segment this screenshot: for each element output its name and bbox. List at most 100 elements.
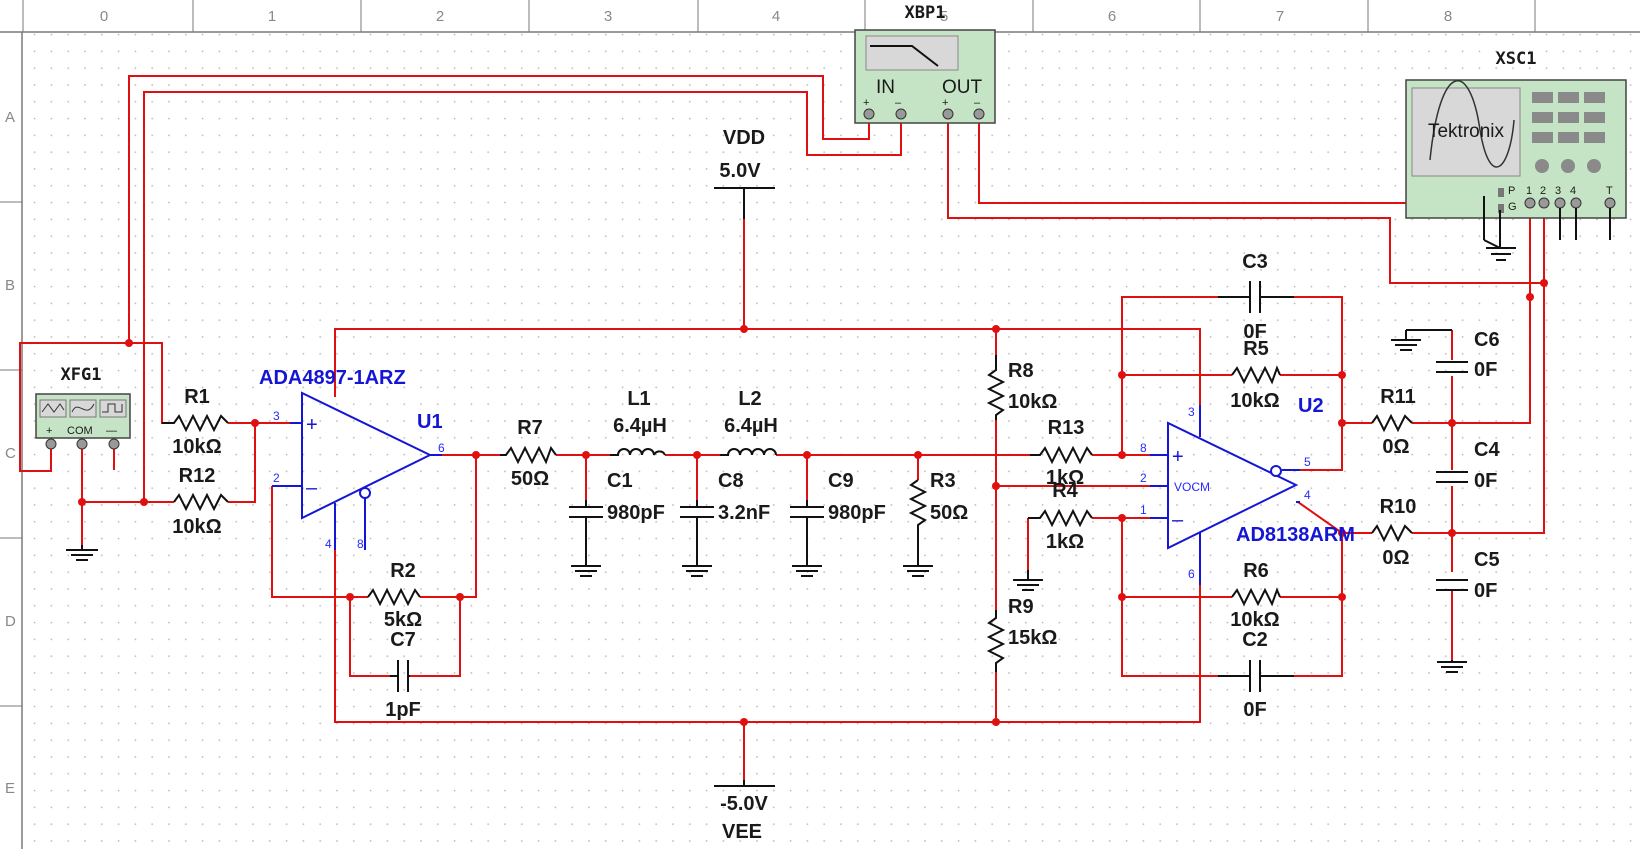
square-wave-icon: [102, 403, 123, 413]
col-label: 8: [1444, 8, 1452, 25]
capacitor-c6[interactable]: [1436, 361, 1468, 373]
resistor-r2[interactable]: [367, 587, 421, 607]
scope-pin-1: 1: [1526, 185, 1532, 197]
r5-name: R5: [1243, 338, 1269, 360]
resistor-r4[interactable]: [1028, 508, 1093, 528]
bode-plotter-xbp1[interactable]: IN OUT + – + –: [854, 29, 996, 124]
resistor-r6[interactable]: [1231, 587, 1281, 607]
inductor-l1[interactable]: [610, 448, 666, 456]
svg-text:–: –: [1172, 509, 1184, 531]
wire-xbp1-in-plus: [128, 75, 870, 343]
xfg1-com-label: COM: [67, 425, 93, 437]
inductor-l2[interactable]: [720, 448, 777, 456]
capacitor-c1[interactable]: [569, 500, 603, 540]
svg-text:+: +: [306, 414, 318, 436]
u1-pin-disable: 8: [357, 537, 364, 551]
opamp-u2[interactable]: + –: [1150, 405, 1300, 585]
resistor-r12[interactable]: [173, 492, 229, 512]
vee-supply[interactable]: [714, 780, 775, 787]
dot-grid: [22, 33, 1640, 849]
wire-c7-left: [349, 597, 390, 677]
c4-name: C4: [1474, 439, 1500, 461]
c5-name: C5: [1474, 549, 1500, 571]
u2-vocm-label: VOCM: [1174, 480, 1210, 494]
bode-plot-icon: [870, 45, 939, 67]
xbp1-in-label: IN: [876, 77, 895, 98]
svg-text:+: +: [863, 97, 869, 109]
resistor-r11[interactable]: [1371, 413, 1413, 433]
xbp1-out-label: OUT: [942, 77, 983, 98]
r9-value: 15kΩ: [1008, 627, 1057, 649]
resistor-r5[interactable]: [1231, 365, 1281, 385]
c9-name: C9: [828, 470, 854, 492]
r6-name: R6: [1243, 560, 1269, 582]
capacitor-c4[interactable]: [1436, 471, 1468, 483]
wire-r12-u1: [228, 423, 256, 503]
r10-name: R10: [1380, 496, 1417, 518]
u1-pin-out: 6: [438, 441, 445, 455]
wire-r2-out: [420, 455, 477, 598]
capacitor-c9[interactable]: [790, 500, 824, 540]
triangle-wave-icon: [41, 403, 65, 413]
vdd-supply[interactable]: [714, 187, 775, 219]
wire-c3-left: [1121, 296, 1218, 455]
c7-value: 1pF: [385, 699, 421, 721]
ground-icon: [1437, 660, 1467, 673]
r3-value: 50Ω: [930, 502, 968, 524]
r8-value: 10kΩ: [1008, 391, 1057, 413]
c6-name: C6: [1474, 329, 1500, 351]
c3-value: 0F: [1243, 321, 1266, 343]
resistor-r10[interactable]: [1371, 523, 1413, 543]
component-labels: R1 10kΩ R12 10kΩ R2 5kΩ C7 1pF R7 50Ω L1…: [172, 251, 1500, 721]
wire-c7-right: [410, 597, 461, 677]
wire-c2-right: [1294, 533, 1343, 677]
c7-name: C7: [390, 629, 416, 651]
resistor-r9[interactable]: [986, 610, 1006, 672]
resistor-r8[interactable]: [986, 355, 1006, 420]
u2-pin-vpos: 3: [1188, 405, 1195, 419]
row-label: E: [5, 780, 15, 797]
r1-name: R1: [184, 386, 210, 408]
resistor-r1[interactable]: [162, 413, 229, 433]
c8-value: 3.2nF: [718, 502, 770, 524]
r13-value: 1kΩ: [1046, 467, 1084, 489]
l2-value: 6.4µH: [724, 415, 778, 437]
xbp1-refdes: XBP1: [905, 3, 946, 23]
row-label: A: [5, 109, 15, 126]
opamp-u1[interactable]: + –: [272, 391, 442, 550]
col-label: 2: [436, 8, 444, 25]
c2-value: 0F: [1243, 699, 1266, 721]
sine-wave-icon: [71, 403, 95, 413]
function-generator-xfg1[interactable]: + COM —: [35, 393, 131, 450]
capacitor-c2[interactable]: [1218, 660, 1294, 692]
scope-pin-t: T: [1606, 185, 1613, 197]
c1-value: 980pF: [607, 502, 665, 524]
svg-text:–: –: [306, 477, 318, 499]
capacitor-c8[interactable]: [680, 500, 714, 540]
resistor-r3[interactable]: [908, 479, 928, 535]
capacitor-c3[interactable]: [1218, 281, 1294, 313]
r4-name: R4: [1052, 480, 1078, 502]
resistor-r7[interactable]: [500, 445, 557, 465]
r8-name: R8: [1008, 360, 1034, 382]
col-label: 5: [940, 8, 948, 25]
capacitor-c5[interactable]: [1436, 579, 1468, 591]
col-label: 4: [772, 8, 780, 25]
xfg1-plus-label: +: [46, 425, 52, 437]
u2-pin-vocm: 2: [1140, 471, 1147, 485]
oscilloscope-xsc1[interactable]: Tektronix P G 1 2 3 4 T: [1405, 79, 1627, 261]
u2-pin-vneg: 6: [1188, 567, 1195, 581]
u2-pin-out-neg: 5: [1304, 455, 1311, 469]
l1-value: 6.4µH: [613, 415, 667, 437]
vdd-value: 5.0V: [719, 160, 761, 182]
wires[interactable]: [19, 75, 1548, 780]
u2-pin-out-pos: 4: [1304, 488, 1311, 502]
capacitor-c7[interactable]: [390, 660, 410, 692]
ground-icon: [1391, 329, 1452, 351]
r12-name: R12: [179, 465, 216, 487]
r12-value: 10kΩ: [172, 516, 221, 538]
resistor-r13[interactable]: [1030, 445, 1093, 465]
scope-ground-icon: [1483, 239, 1516, 261]
ground-symbols: [66, 329, 1467, 673]
